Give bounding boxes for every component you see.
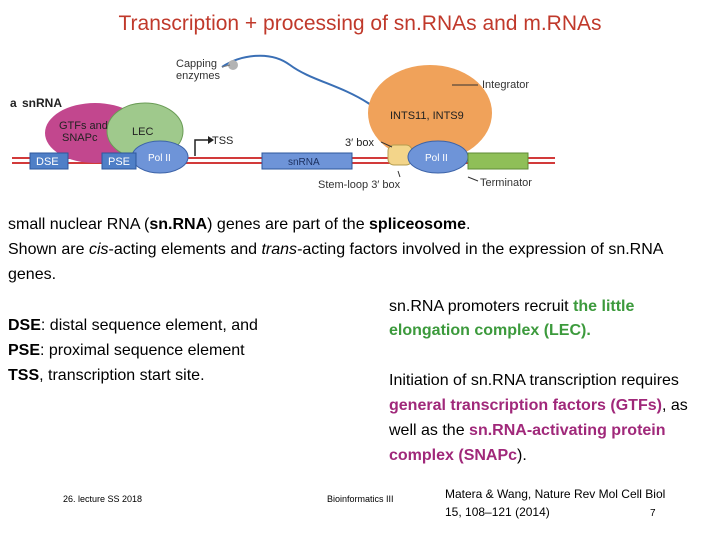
footer-reference: Matera & Wang, Nature Rev Mol Cell Biol … <box>445 487 666 519</box>
slide-title: Transcription + processing of sn.RNAs an… <box>118 12 602 35</box>
gtf-paragraph: Initiation of sn.RNA transcription requi… <box>389 372 688 464</box>
capping-label-1: Capping <box>176 58 217 70</box>
lec-paragraph: sn.RNA promoters recruit the little elon… <box>389 298 635 339</box>
panel-label: a <box>10 96 17 110</box>
footer-lecture: 26. lecture SS 2018 <box>63 494 143 504</box>
terminator-element <box>467 152 529 170</box>
pse-element <box>101 152 137 170</box>
gtfs-label-2: SNAPc <box>62 132 98 144</box>
integrator-label: Integrator <box>482 79 529 91</box>
box3-label: 3′ box <box>345 137 374 149</box>
capping-enzyme-blob <box>228 60 238 70</box>
snrna-diagram: a snRNA Capping enzymes Integrator GTFs … <box>10 54 555 191</box>
pse-definition: PSE: proximal sequence element <box>8 342 245 359</box>
integrator-shape <box>368 65 492 161</box>
panel-title: snRNA <box>22 96 62 110</box>
stemloop-label: Stem-loop 3′ box <box>318 179 401 191</box>
tss-arrow <box>194 139 210 156</box>
tss-label: TSS <box>212 135 233 147</box>
terminator-label: Terminator <box>480 177 532 189</box>
tss-definition: TSS, transcription start site. <box>8 367 205 384</box>
definitions-block: DSE: distal sequence element, and PSE: p… <box>8 313 338 388</box>
capping-label-2: enzymes <box>176 70 221 82</box>
pol2-right-label: Pol II <box>425 153 448 164</box>
pol2-left-label: Pol II <box>148 153 171 164</box>
dse-element <box>29 152 69 170</box>
pse-label: PSE <box>108 156 130 168</box>
footer-course: Bioinformatics III <box>327 494 394 504</box>
lec-label: LEC <box>132 126 153 138</box>
ints-label: INTS11, INTS9 <box>390 110 464 122</box>
intro-paragraph: small nuclear RNA (sn.RNA) genes are par… <box>8 216 663 283</box>
dse-label: DSE <box>36 156 59 168</box>
snrna-gene-element <box>261 152 353 170</box>
dse-definition: DSE: distal sequence element, and <box>8 317 258 334</box>
gtfs-label-1: GTFs and <box>59 120 108 132</box>
snrna-gene-label: snRNA <box>288 157 320 168</box>
page-number: 7 <box>650 508 656 519</box>
